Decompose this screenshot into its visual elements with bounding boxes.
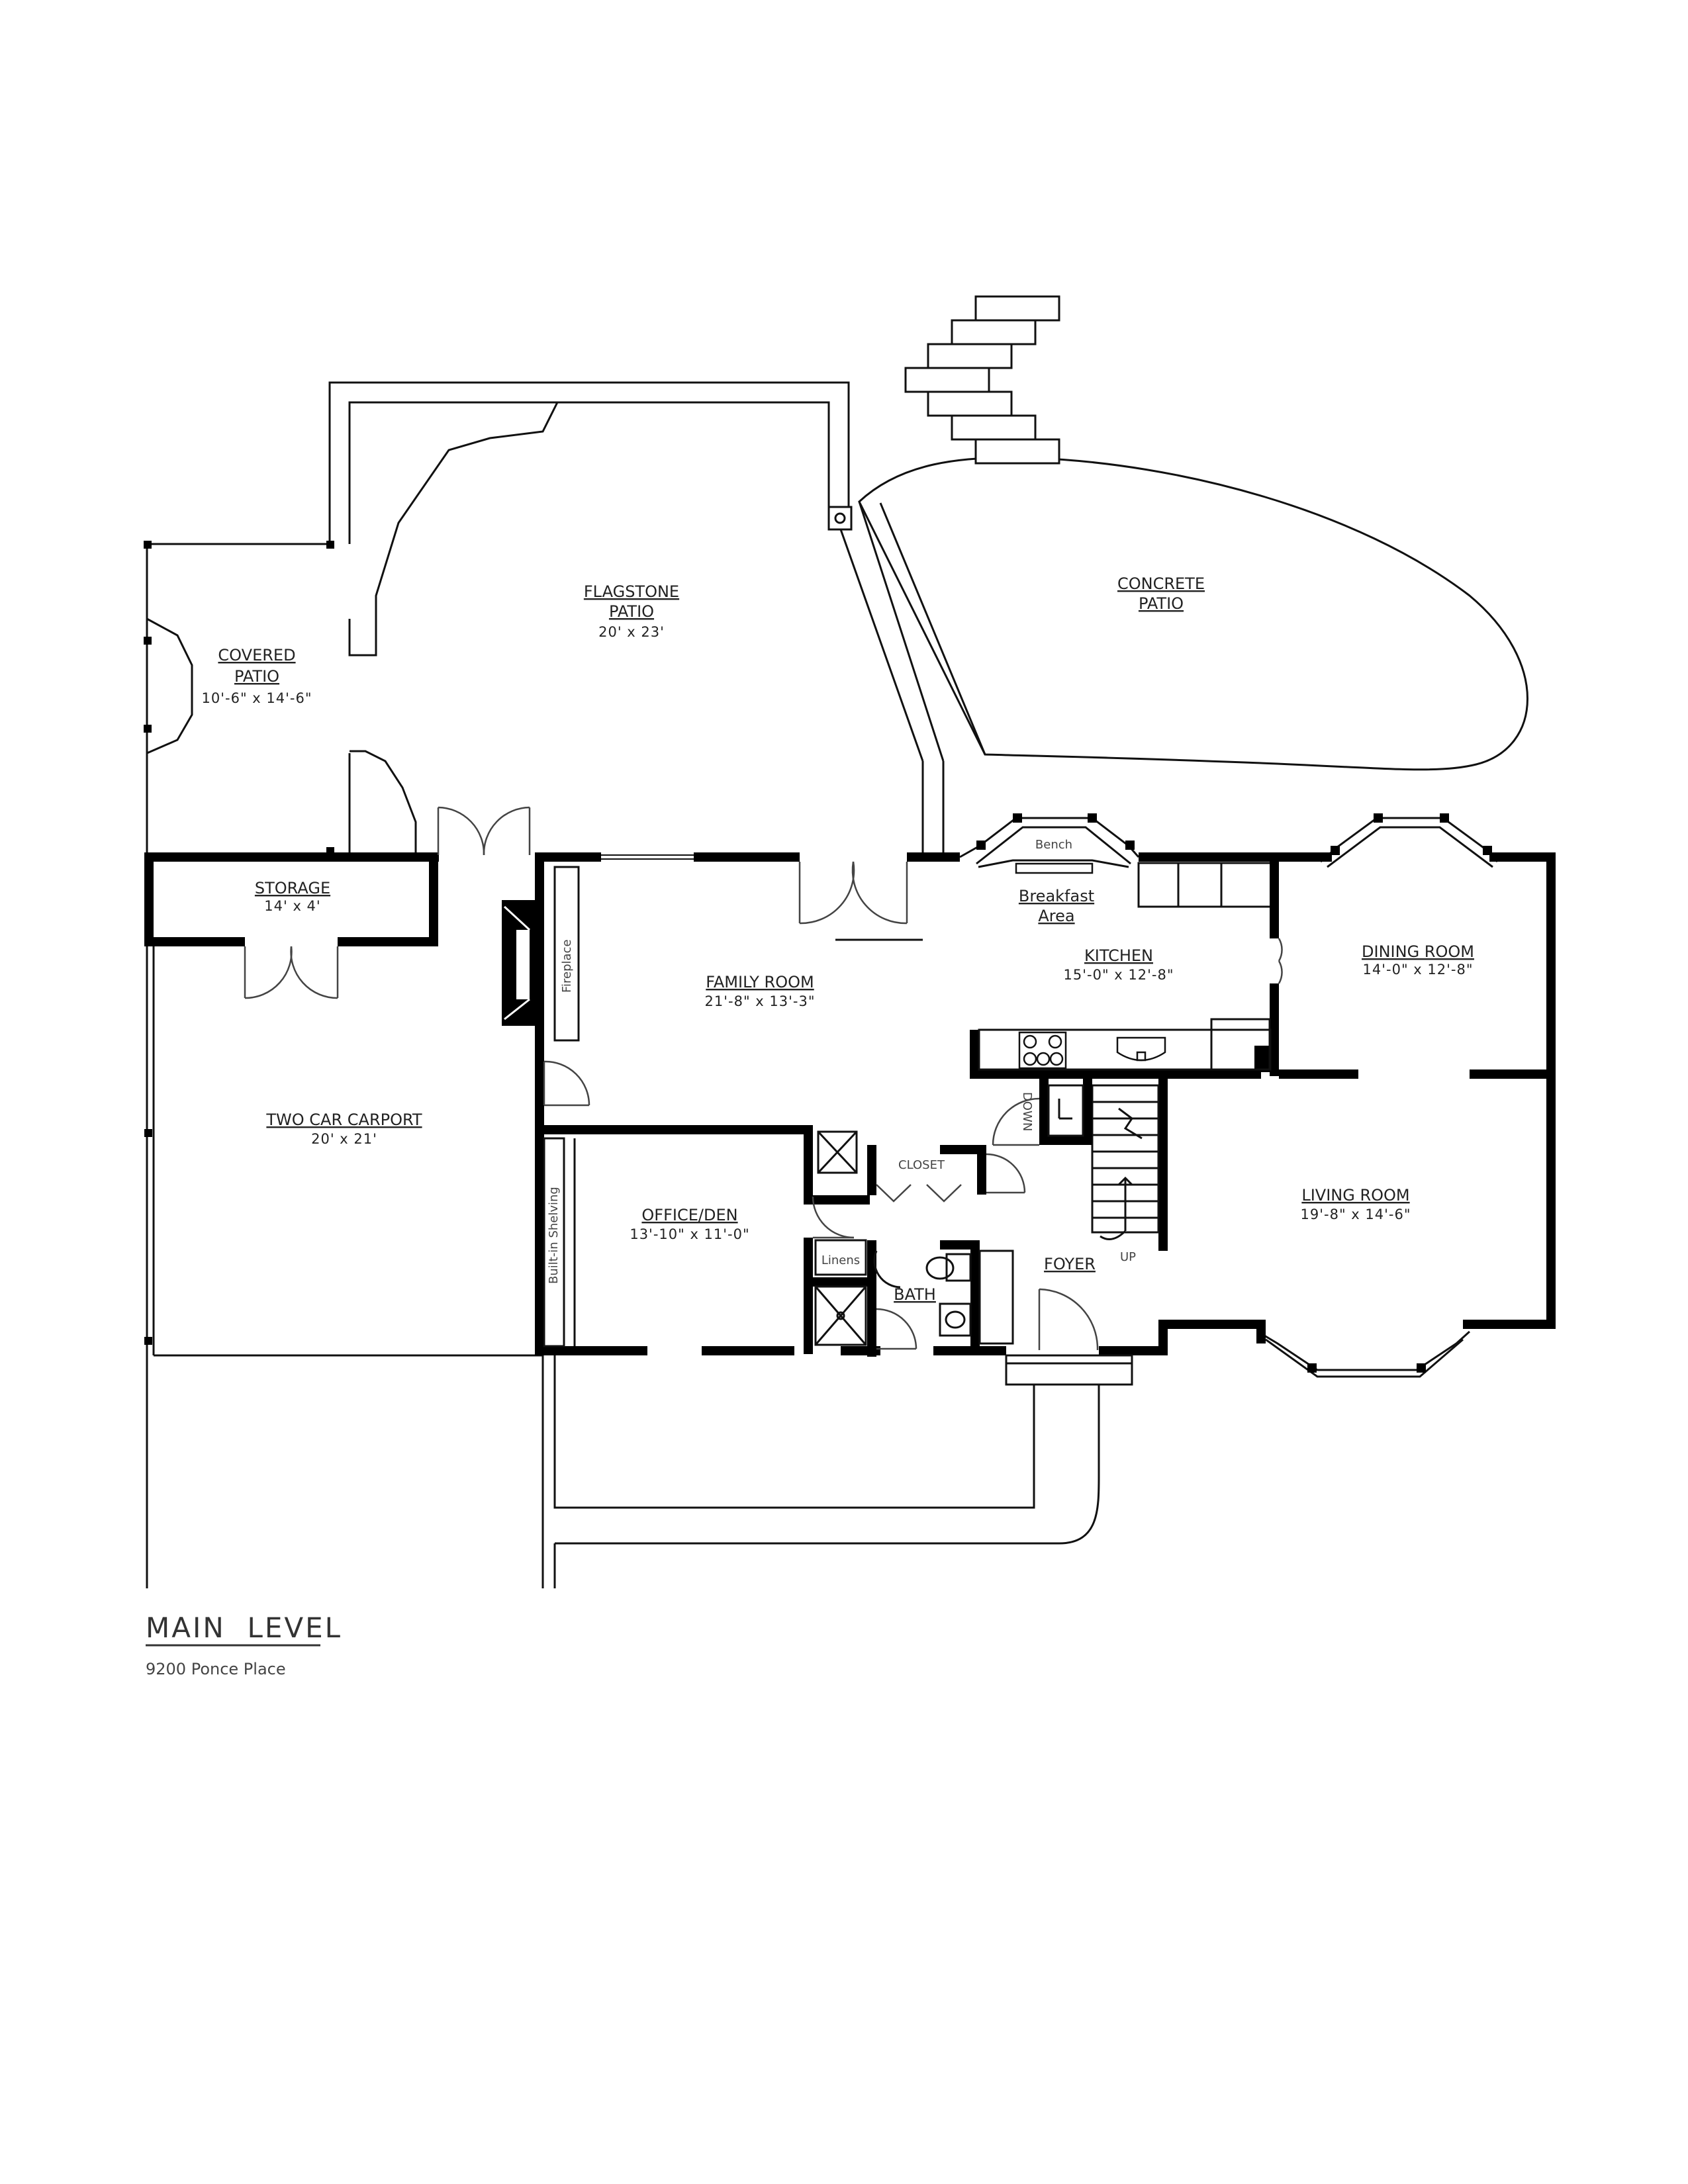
storage-name: STORAGE bbox=[255, 879, 330, 897]
office-den-dims: 13'-10" x 11'-0" bbox=[630, 1226, 749, 1242]
kitchen-walls bbox=[970, 852, 1279, 1079]
patio-post-center bbox=[834, 512, 846, 524]
stair-down-label: DOWN bbox=[1020, 1092, 1034, 1131]
family-room-dims: 21'-8" x 13'-3" bbox=[705, 993, 816, 1009]
bench-seat bbox=[1015, 862, 1094, 874]
carport-name: TWO CAR CARPORT bbox=[265, 1111, 422, 1129]
stair-walls bbox=[1039, 1079, 1092, 1145]
kitchen-dims: 15'-0" x 12'-8" bbox=[1064, 967, 1174, 983]
fireplace bbox=[502, 866, 580, 1042]
stairs bbox=[1091, 1084, 1160, 1240]
plan-title: MAIN LEVEL bbox=[146, 1612, 342, 1644]
closet-label: CLOSET bbox=[898, 1158, 945, 1172]
garden-steps bbox=[904, 295, 1060, 465]
flagstone-patio-name-2: PATIO bbox=[609, 602, 654, 621]
linens-closet bbox=[814, 1239, 867, 1346]
flagstone-patio-name-1: FLAGSTONE bbox=[584, 582, 679, 601]
plan-subtitle: 9200 Ponce Place bbox=[146, 1660, 286, 1678]
office-door bbox=[812, 1196, 855, 1239]
dining-room-dims: 14'-0" x 12'-8" bbox=[1363, 962, 1474, 978]
covered-patio-name-2: PATIO bbox=[234, 667, 279, 686]
bath-fixtures bbox=[873, 1250, 1014, 1345]
basement-door bbox=[992, 1097, 1040, 1146]
carport-posts bbox=[144, 1129, 152, 1345]
breakfast-area-1: Breakfast bbox=[1019, 887, 1094, 905]
patio-french-doors bbox=[437, 806, 531, 856]
storage-dims: 14' x 4' bbox=[264, 898, 320, 914]
family-room-window bbox=[601, 854, 694, 860]
kitchen-north-cabinets bbox=[1137, 862, 1272, 908]
covered-patio-name-1: COVERED bbox=[218, 646, 295, 664]
carport-dims: 20' x 21' bbox=[311, 1131, 377, 1147]
bay-corners bbox=[976, 813, 1135, 850]
bath-door bbox=[876, 1308, 917, 1350]
cooktop bbox=[1018, 1031, 1067, 1069]
dining-bay bbox=[1320, 817, 1499, 868]
kitchen-counter bbox=[978, 1018, 1272, 1071]
concrete-patio-name-1: CONCRETE bbox=[1117, 574, 1205, 593]
covered-patio-dims: 10'-6" x 14'-6" bbox=[202, 690, 312, 706]
family-room-name: FAMILY ROOM bbox=[706, 973, 814, 991]
kitchen-name: KITCHEN bbox=[1084, 946, 1153, 965]
concrete-patio-name-2: PATIO bbox=[1139, 594, 1184, 613]
family-room-side-door bbox=[543, 1060, 590, 1107]
closet-door-hall bbox=[986, 1153, 1026, 1194]
hvac-closet bbox=[817, 1130, 858, 1174]
storage-doors bbox=[244, 946, 339, 999]
living-room-name: LIVING ROOM bbox=[1301, 1186, 1409, 1205]
flagstone-patio-dims: 20' x 23' bbox=[598, 624, 665, 640]
family-room-french-doors bbox=[798, 861, 908, 925]
covered-patio-columns bbox=[144, 541, 334, 855]
living-bay-walls bbox=[1158, 1079, 1556, 1373]
bath-label: BATH bbox=[894, 1285, 936, 1304]
fireplace-label: Fireplace bbox=[560, 939, 574, 993]
closet-doors bbox=[876, 1184, 962, 1203]
kitchen-pantry-door bbox=[1278, 938, 1283, 984]
front-walkway bbox=[553, 1355, 1100, 1588]
foyer-door bbox=[1038, 1288, 1099, 1351]
kitchen-sink bbox=[1116, 1036, 1166, 1062]
dining-bay-corners bbox=[1279, 813, 1556, 1079]
living-room-dims: 19'-8" x 14'-6" bbox=[1301, 1206, 1411, 1222]
bench-label: Bench bbox=[1035, 838, 1072, 852]
carport-outline bbox=[146, 946, 544, 1588]
living-bay bbox=[1257, 1330, 1471, 1378]
foyer-label: FOYER bbox=[1044, 1255, 1096, 1273]
breakfast-area-2: Area bbox=[1038, 907, 1074, 925]
office-walls bbox=[535, 1125, 986, 1357]
office-den-name: OFFICE/DEN bbox=[641, 1206, 737, 1224]
flagstone-patio-outline bbox=[328, 381, 945, 941]
built-in-shelving-label: Built-in Shelving bbox=[547, 1187, 561, 1284]
basement-stair bbox=[1047, 1084, 1084, 1137]
office-shelving bbox=[543, 1137, 576, 1347]
front-stoop bbox=[1005, 1354, 1133, 1386]
breakfast-bench bbox=[978, 859, 1129, 868]
covered-patio-outline bbox=[146, 543, 330, 855]
storage-walls bbox=[144, 852, 439, 946]
linens-label: Linens bbox=[821, 1253, 860, 1267]
patio-post bbox=[827, 506, 853, 531]
dining-room-name: DINING ROOM bbox=[1362, 942, 1474, 961]
diagonal-wall-strip bbox=[839, 501, 986, 762]
stair-up-label: UP bbox=[1120, 1250, 1136, 1264]
concrete-patio-outline bbox=[858, 456, 1528, 771]
room-labels: COVERED PATIO 10'-6" x 14'-6" FLAGSTONE … bbox=[202, 574, 1474, 1304]
